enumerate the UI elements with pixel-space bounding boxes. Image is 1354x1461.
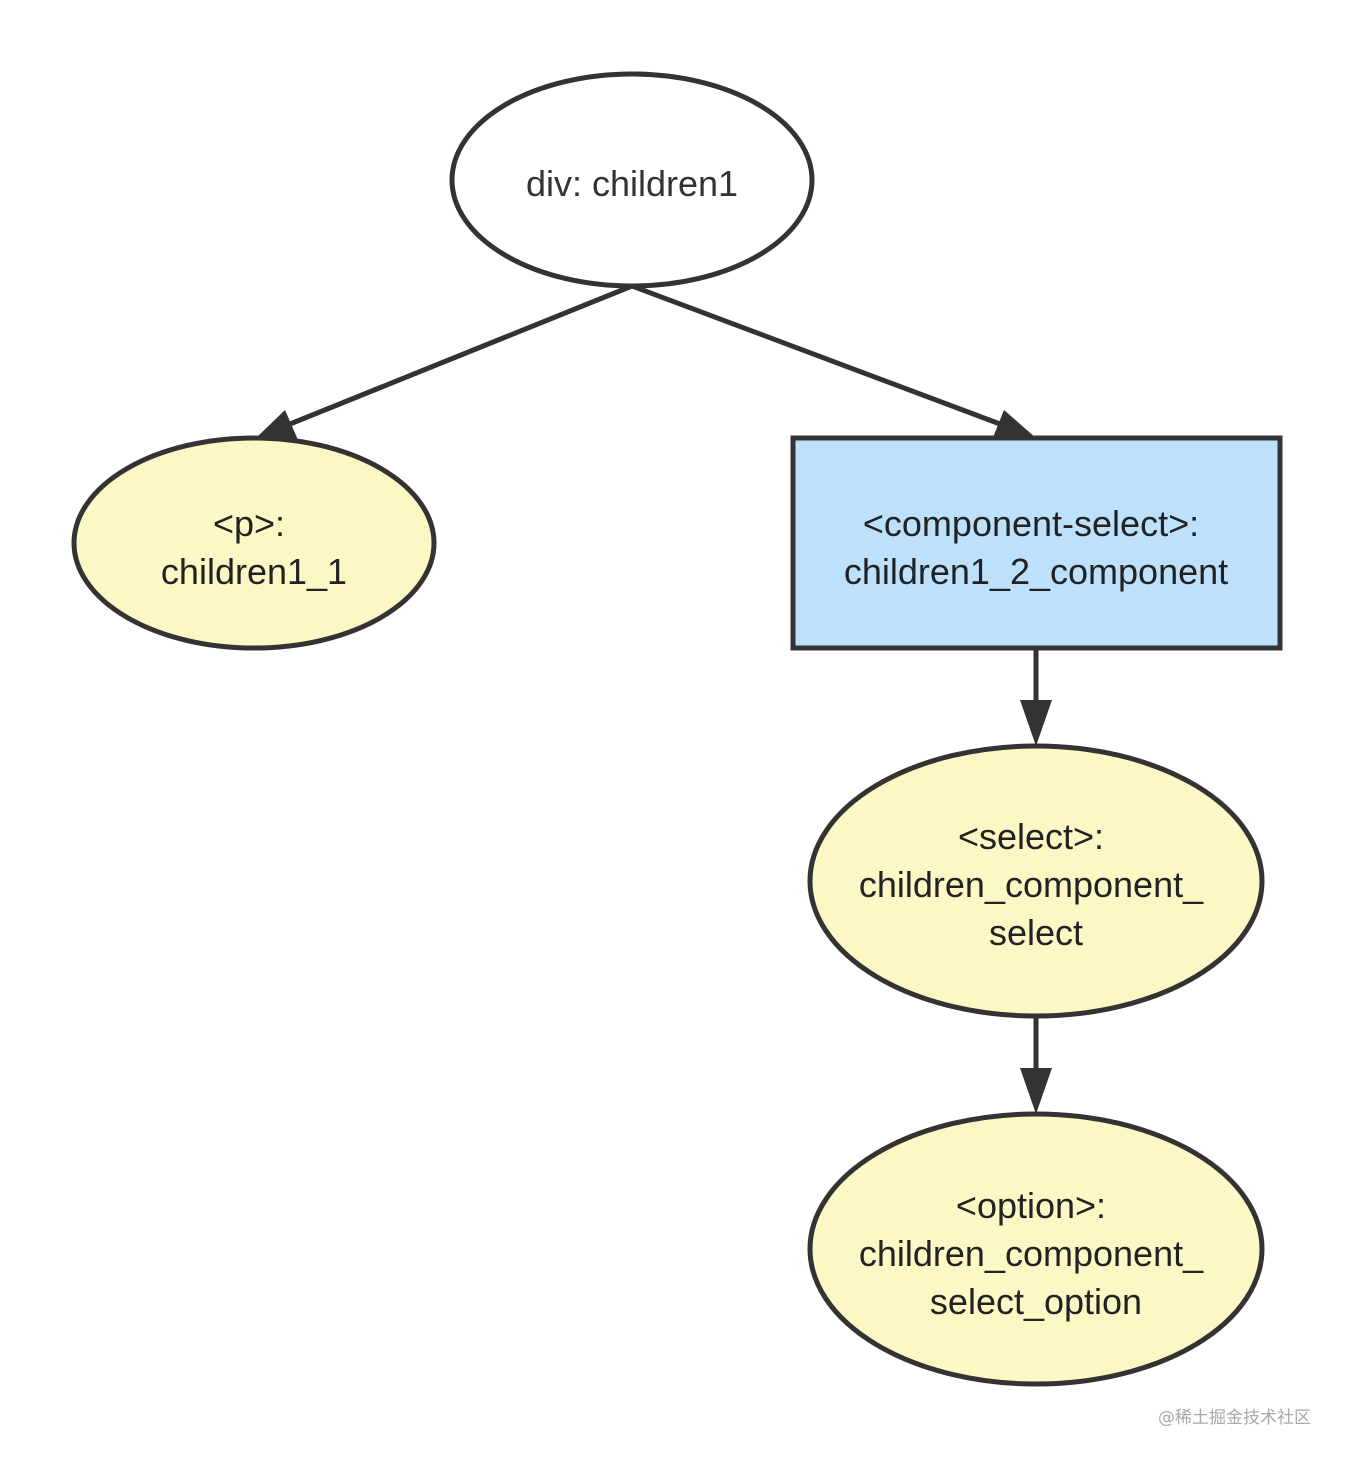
edge-select-to-option bbox=[1020, 1016, 1052, 1114]
svg-text:<select>: children_compo: <select>: children_component_ select bbox=[859, 816, 1213, 953]
svg-text:<component-select>: chil: <component-select>: children1_2_componen… bbox=[844, 503, 1228, 592]
node-component-select-label-line1: <component-select>: bbox=[863, 503, 1199, 544]
node-select-shape bbox=[807, 743, 1265, 1019]
node-option-shape bbox=[807, 1111, 1265, 1387]
node-component-select-shape bbox=[790, 435, 1283, 651]
node-select-label-line1: <select>: bbox=[958, 816, 1104, 857]
node-select-label-line2: children_component_ bbox=[859, 864, 1204, 905]
node-option[interactable]: <option>: children_component_ select_opt… bbox=[807, 1111, 1265, 1387]
node-root-label-line1: div: children1 bbox=[526, 163, 738, 204]
node-p-label-line2: children1_1 bbox=[161, 551, 347, 592]
edges bbox=[256, 283, 1052, 1114]
node-option-label-line2: children_component_ bbox=[859, 1233, 1204, 1274]
node-select[interactable]: <select>: children_component_ select bbox=[807, 743, 1265, 1019]
svg-text:div: children1: div: children1 bbox=[526, 163, 738, 204]
node-p-label-line1: <p>: bbox=[213, 503, 285, 544]
edge-component-select-to-select bbox=[1020, 648, 1052, 746]
node-p-shape bbox=[71, 435, 437, 651]
node-option-label-line1: <option>: bbox=[956, 1185, 1106, 1226]
node-root-shape bbox=[449, 71, 815, 289]
edge-root-to-component-select bbox=[631, 283, 1036, 440]
node-component-select[interactable]: <component-select>: children1_2_componen… bbox=[790, 435, 1283, 651]
edge-root-to-p bbox=[256, 283, 633, 440]
svg-text:<option>: children_compo: <option>: children_component_ select_opt… bbox=[859, 1185, 1213, 1322]
svg-text:<p>: children1_1: <p>: children1_1 bbox=[161, 503, 347, 592]
watermark: @稀土掘金技术社区 bbox=[1158, 1408, 1311, 1428]
node-option-label-line3: select_option bbox=[930, 1281, 1142, 1322]
node-component-select-label-line2: children1_2_component bbox=[844, 551, 1228, 592]
node-select-label-line3: select bbox=[989, 912, 1083, 953]
node-root[interactable]: div: children1 bbox=[449, 71, 815, 289]
node-p[interactable]: <p>: children1_1 bbox=[71, 435, 437, 651]
